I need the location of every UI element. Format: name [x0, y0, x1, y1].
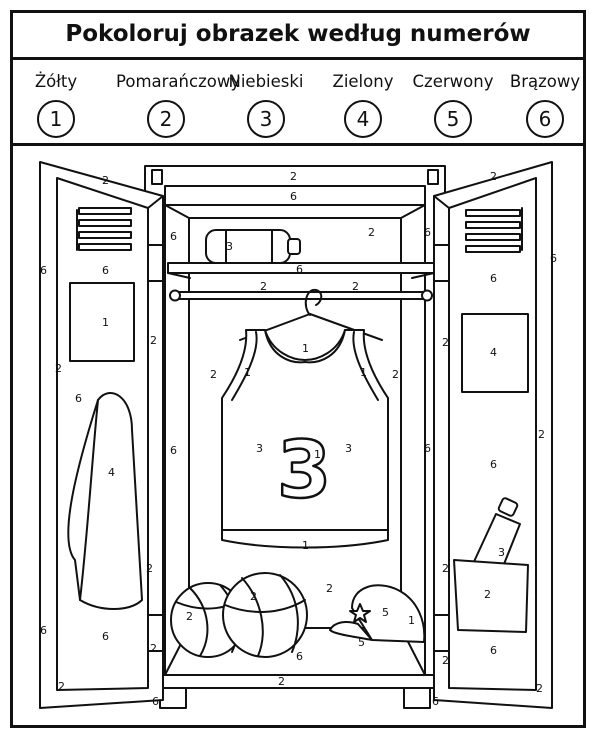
region-number: 2 [538, 428, 545, 441]
region-number: 5 [382, 606, 389, 619]
legend-color-name: Zielony [332, 72, 394, 91]
region-number: 2 [442, 336, 449, 349]
region-number: 2 [484, 588, 491, 601]
towel [67, 392, 143, 610]
region-number: 6 [170, 230, 177, 243]
legend-item-brown: Brązowy 6 [495, 60, 595, 138]
region-number: 6 [75, 392, 82, 405]
region-number: 6 [170, 444, 177, 457]
region-number: 6 [290, 190, 297, 203]
basketball-jersey [221, 329, 389, 549]
region-number: 2 [392, 368, 399, 381]
region-number: 1 [302, 539, 309, 552]
region-number: 2 [146, 562, 153, 575]
region-number: 6 [432, 695, 439, 708]
legend-number-circle: 6 [526, 100, 564, 138]
left-door-vents [76, 207, 132, 251]
region-number: 6 [152, 695, 159, 708]
region-numbers: 2 6 2 6 6 1 2 2 6 6 6 2 4 2 2 6 6 6 6 3 … [40, 170, 557, 708]
region-number: 2 [536, 682, 543, 695]
legend-color-name: Brązowy [509, 72, 581, 91]
legend-number-circle: 4 [344, 100, 382, 138]
region-number: 1 [244, 366, 251, 379]
region-number: 4 [108, 466, 115, 479]
region-number: 3 [256, 442, 263, 455]
legend-number-circle: 5 [434, 100, 472, 138]
region-number: 2 [102, 174, 109, 187]
region-number: 2 [55, 362, 62, 375]
region-number: 6 [40, 624, 47, 637]
region-number: 2 [58, 680, 65, 693]
region-number: 3 [226, 240, 233, 253]
legend-color-name: Niebieski [228, 72, 304, 91]
door-pocket [453, 559, 529, 633]
region-number: 2 [442, 562, 449, 575]
legend-number-circle: 1 [37, 100, 75, 138]
region-number: 2 [368, 226, 375, 239]
legend-item-blue: Niebieski 3 [216, 60, 316, 138]
jersey-number: 3 [277, 426, 331, 516]
legend-color-name: Czerwony [412, 72, 494, 91]
page-title: Pokoloruj obrazek według numerów [10, 10, 586, 60]
region-number: 1 [408, 614, 415, 627]
legend-number-circle: 3 [247, 100, 285, 138]
region-number: 2 [260, 280, 267, 293]
bottle-on-shelf [205, 229, 301, 264]
clothes-rod [169, 289, 433, 302]
region-number: 2 [442, 654, 449, 667]
region-number: 3 [345, 442, 352, 455]
region-number: 3 [498, 546, 505, 559]
baseball-cap [329, 584, 426, 643]
region-number: 6 [102, 264, 109, 277]
region-number: 1 [314, 448, 321, 461]
region-number: 6 [490, 644, 497, 657]
region-number: 5 [358, 636, 365, 649]
region-number: 4 [490, 346, 497, 359]
legend-color-name: Żółty [34, 72, 78, 91]
region-number: 2 [326, 582, 333, 595]
region-number: 2 [490, 170, 497, 183]
legend-item-orange: Pomarańczowy 2 [116, 60, 241, 138]
region-number: 6 [102, 630, 109, 643]
page-frame [10, 10, 586, 728]
region-number: 1 [360, 366, 367, 379]
region-number: 2 [290, 170, 297, 183]
legend-color-name: Pomarańczowy [116, 72, 241, 91]
region-number: 6 [296, 650, 303, 663]
region-number: 6 [490, 272, 497, 285]
right-door-vents [465, 207, 523, 253]
region-number: 2 [250, 590, 257, 603]
region-number: 2 [186, 610, 193, 623]
region-number: 6 [490, 458, 497, 471]
region-number: 2 [352, 280, 359, 293]
region-number: 6 [40, 264, 47, 277]
color-legend: Żółty 1 Pomarańczowy 2 Niebieski 3 Zielo… [10, 60, 586, 146]
region-number: 2 [210, 368, 217, 381]
basketball-right [222, 572, 308, 658]
legend-number-circle: 2 [147, 100, 185, 138]
legend-item-green: Zielony 4 [313, 60, 413, 138]
region-number: 1 [102, 316, 109, 329]
region-number: 6 [296, 263, 303, 276]
region-number: 2 [150, 642, 157, 655]
region-number: 1 [302, 342, 309, 355]
legend-item-yellow: Żółty 1 [6, 60, 106, 138]
region-number: 2 [150, 334, 157, 347]
region-number: 6 [550, 252, 557, 265]
legend-item-red: Czerwony 5 [403, 60, 503, 138]
region-number: 6 [424, 442, 431, 455]
region-number: 6 [424, 226, 431, 239]
region-number: 2 [278, 675, 285, 688]
